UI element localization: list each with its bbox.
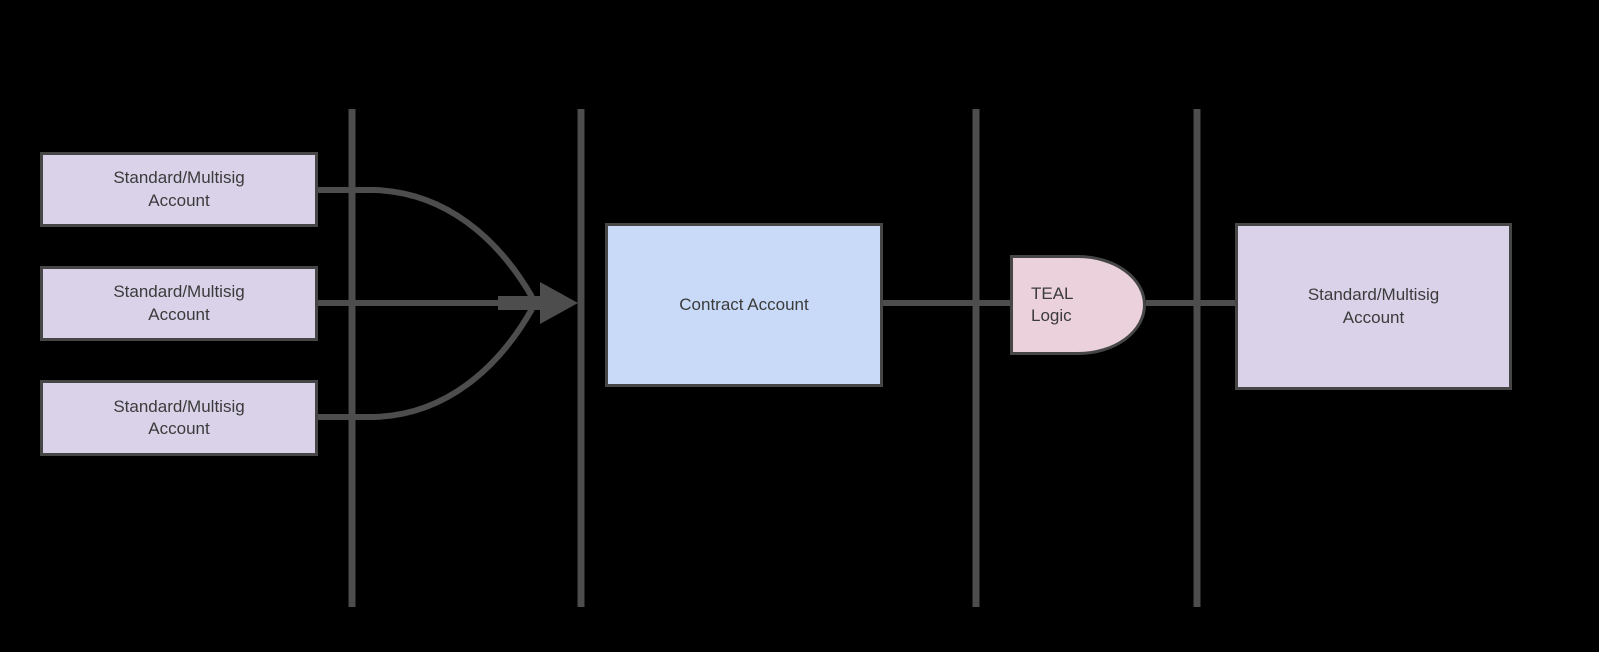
node-teal-logic: TEAL Logic	[1010, 255, 1146, 355]
node-label: TEAL Logic	[1031, 283, 1074, 325]
node-standard-multisig-account-right: Standard/Multisig Account	[1235, 223, 1512, 390]
node-label: Contract Account	[679, 294, 809, 314]
node-contract-account: Contract Account	[605, 223, 883, 387]
merge-arrowhead-icon	[540, 282, 578, 324]
node-label: Standard/Multisig Account	[113, 282, 245, 324]
connector-account3-to-merge	[318, 307, 535, 420]
node-standard-multisig-account-3: Standard/Multisig Account	[40, 380, 318, 456]
node-label: Standard/Multisig Account	[1307, 285, 1440, 327]
connector-account1-to-merge	[318, 187, 535, 299]
node-standard-multisig-account-1: Standard/Multisig Account	[40, 152, 318, 227]
node-label: Standard/Multisig Account	[113, 396, 245, 438]
node-standard-multisig-account-2: Standard/Multisig Account	[40, 266, 318, 341]
node-label: Standard/Multisig Account	[113, 168, 245, 210]
